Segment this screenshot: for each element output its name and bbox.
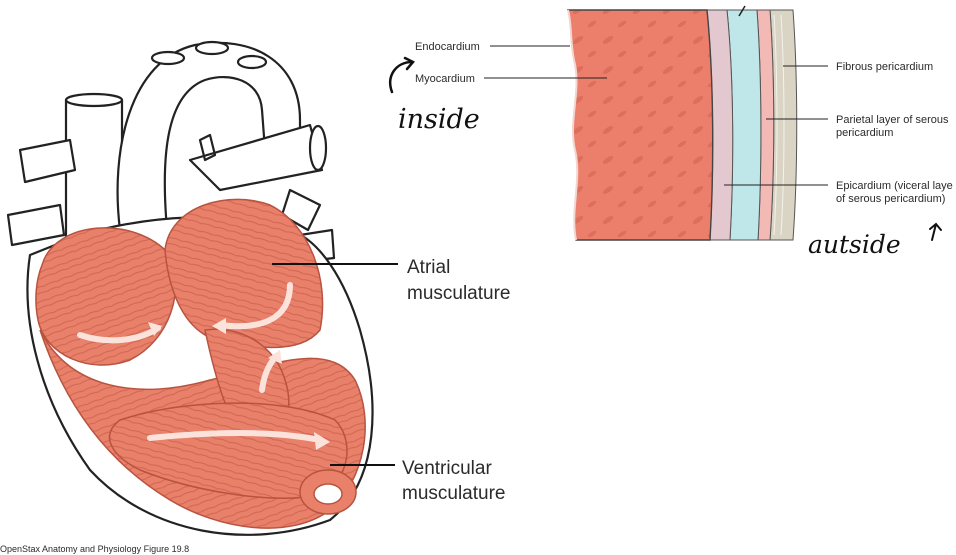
figure-credit: OpenStax Anatomy and Physiology Figure 1… [0,544,189,554]
tick-mark [738,5,746,17]
note-outside: autside [808,230,901,259]
atrial-label-line2: musculature [407,283,511,304]
label-parietal-line1: Parietal layer of serous [836,114,949,126]
myocardium-layer [567,9,714,241]
label-parietal-line2: pericardium [836,127,893,139]
label-fibrous-pericardium: Fibrous pericardium [836,61,933,73]
ventricular-label-line1: Ventricular [402,458,492,479]
label-epicardium-line2: of serous pericardium) [836,193,945,205]
arrowheads [148,318,330,450]
endocardium-edge [567,9,579,241]
ventricular-musculature [39,328,366,529]
atrial-label-line1: Atrial [407,257,450,278]
label-myocardium: Myocardium [415,73,475,85]
label-endocardium: Endocardium [415,41,480,53]
label-epicardium-line1: Epicardium (viceral laye [836,180,953,192]
up-arrow-mark [929,222,942,241]
handwritten-annotations: inside autside [389,56,942,259]
heart-illustration: Atrial musculature Ventricular musculatu… [0,40,511,554]
heart-wall-diagram: Endocardium Myocardium Fibrous pericardi… [415,5,953,241]
curved-arrow-mark [389,56,415,94]
ventricular-label-line2: musculature [402,483,506,504]
note-inside: inside [398,104,480,135]
